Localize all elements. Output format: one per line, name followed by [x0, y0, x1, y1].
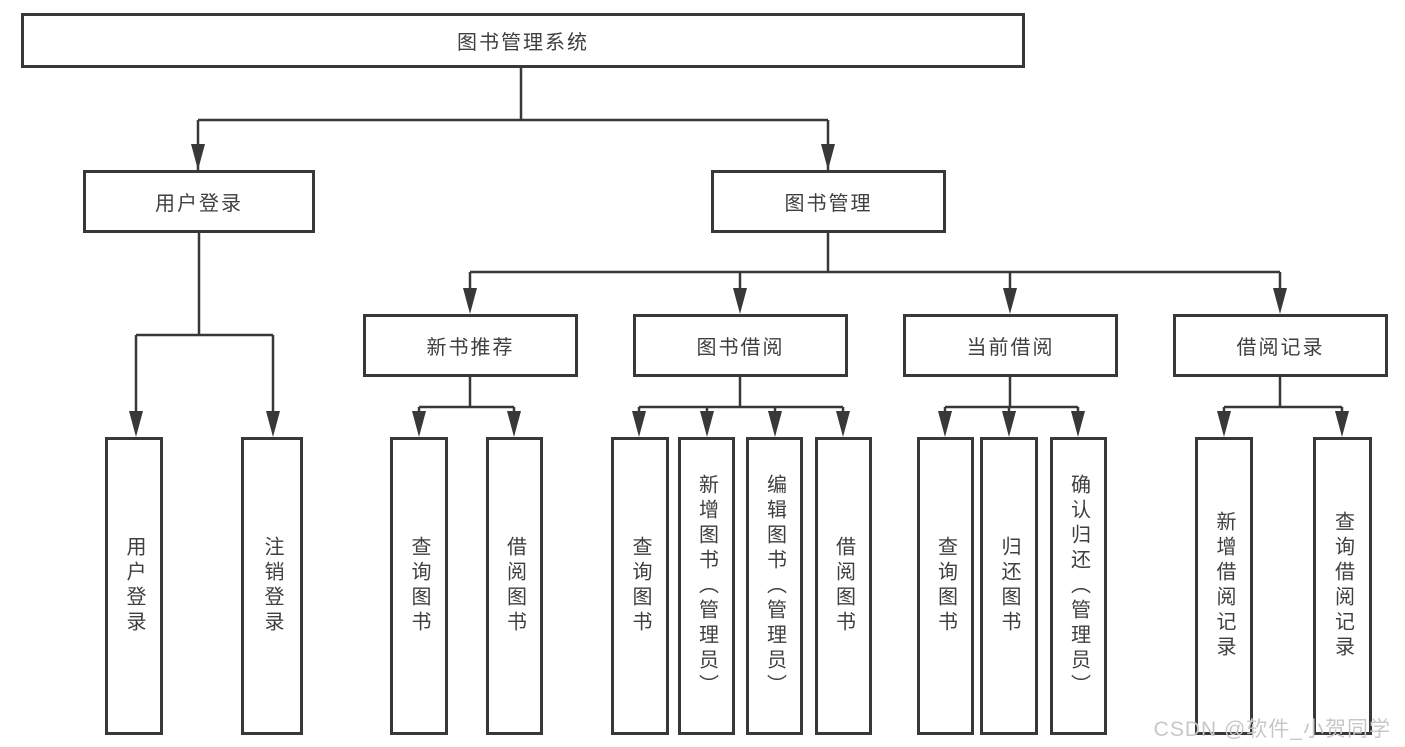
node-current-borrow-label: 当前借阅 — [966, 337, 1055, 359]
leaf-user-login: 用户登录 — [105, 437, 163, 735]
leaf-logout-label: 注销登录 — [261, 536, 283, 636]
node-root: 图书管理系统 — [21, 13, 1025, 68]
node-book-management: 图书管理 — [711, 170, 946, 233]
node-user-login-label: 用户登录 — [155, 193, 243, 215]
leaf-query-borrow-record: 查询借阅记录 — [1313, 437, 1372, 735]
leaf-recommend-query-books-label: 查询图书 — [408, 536, 430, 636]
node-new-book-recommend-label: 新书推荐 — [426, 337, 515, 359]
node-book-management-label: 图书管理 — [784, 193, 873, 215]
leaf-recommend-borrow-books-label: 借阅图书 — [503, 536, 526, 636]
leaf-add-book-admin: 新增图书（管理员） — [678, 437, 735, 735]
leaf-logout: 注销登录 — [241, 437, 303, 735]
leaf-recommend-query-books: 查询图书 — [390, 437, 448, 735]
leaf-borrow-book: 借阅图书 — [815, 437, 872, 735]
leaf-current-query-books-label: 查询图书 — [934, 536, 957, 636]
node-book-borrow-label: 图书借阅 — [696, 337, 785, 359]
leaf-add-borrow-record-label: 新增借阅记录 — [1213, 511, 1235, 661]
leaf-recommend-borrow-books: 借阅图书 — [486, 437, 543, 735]
leaf-return-book-label: 归还图书 — [998, 536, 1020, 636]
node-user-login: 用户登录 — [83, 170, 315, 233]
leaf-borrow-book-label: 借阅图书 — [832, 536, 855, 636]
leaf-confirm-return-admin: 确认归还（管理员） — [1050, 437, 1107, 735]
leaf-current-query-books: 查询图书 — [917, 437, 974, 735]
leaf-add-book-admin-label: 新增图书（管理员） — [695, 473, 718, 699]
leaf-borrow-query-books-label: 查询图书 — [629, 536, 651, 636]
csdn-watermark: CSDN @软件_小贺同学 — [1153, 718, 1391, 741]
leaf-edit-book-admin-label: 编辑图书（管理员） — [763, 473, 786, 699]
node-current-borrow: 当前借阅 — [903, 314, 1118, 377]
node-book-borrow: 图书借阅 — [633, 314, 848, 377]
leaf-return-book: 归还图书 — [980, 437, 1038, 735]
leaf-user-login-label: 用户登录 — [123, 536, 145, 636]
leaf-confirm-return-admin-label: 确认归还（管理员） — [1067, 473, 1090, 699]
node-new-book-recommend: 新书推荐 — [363, 314, 578, 377]
node-borrow-records: 借阅记录 — [1173, 314, 1388, 377]
leaf-borrow-query-books: 查询图书 — [611, 437, 669, 735]
leaf-edit-book-admin: 编辑图书（管理员） — [746, 437, 803, 735]
node-root-label: 图书管理系统 — [457, 32, 589, 54]
leaf-add-borrow-record: 新增借阅记录 — [1195, 437, 1253, 735]
leaf-query-borrow-record-label: 查询借阅记录 — [1331, 511, 1354, 661]
node-borrow-records-label: 借阅记录 — [1236, 337, 1325, 359]
